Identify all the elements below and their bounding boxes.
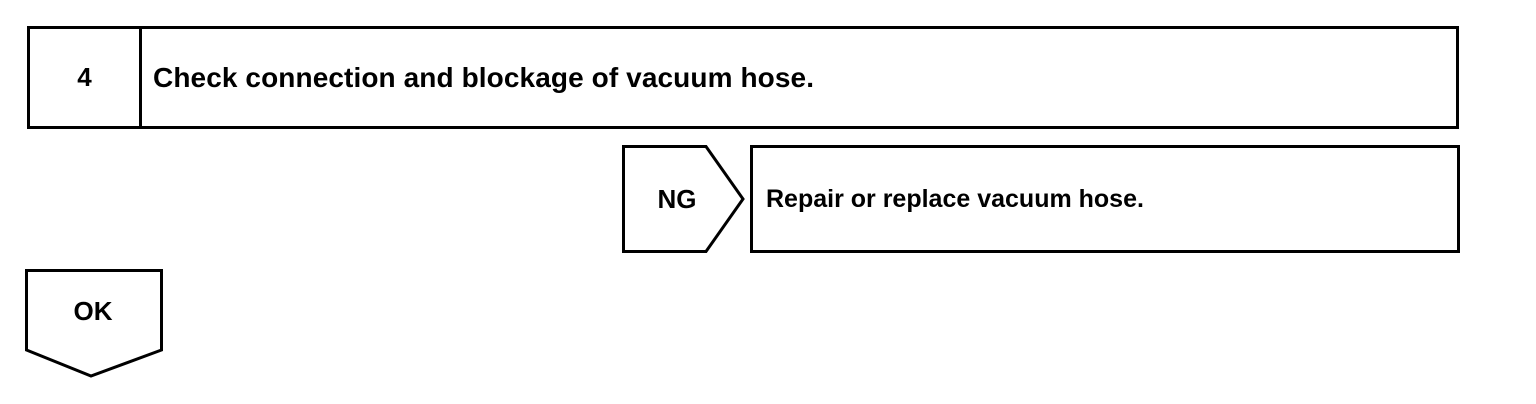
ng-arrow-shape <box>622 145 746 253</box>
ng-label: NG <box>657 183 697 214</box>
ng-result-box: Repair or replace vacuum hose. <box>750 145 1460 253</box>
step-number: 4 <box>30 29 142 126</box>
step-title: Check connection and blockage of vacuum … <box>153 61 815 93</box>
ok-arrow-shape <box>24 268 164 380</box>
step-box: 4 Check connection and blockage of vacuu… <box>27 26 1459 129</box>
ok-label: OK <box>73 295 113 326</box>
